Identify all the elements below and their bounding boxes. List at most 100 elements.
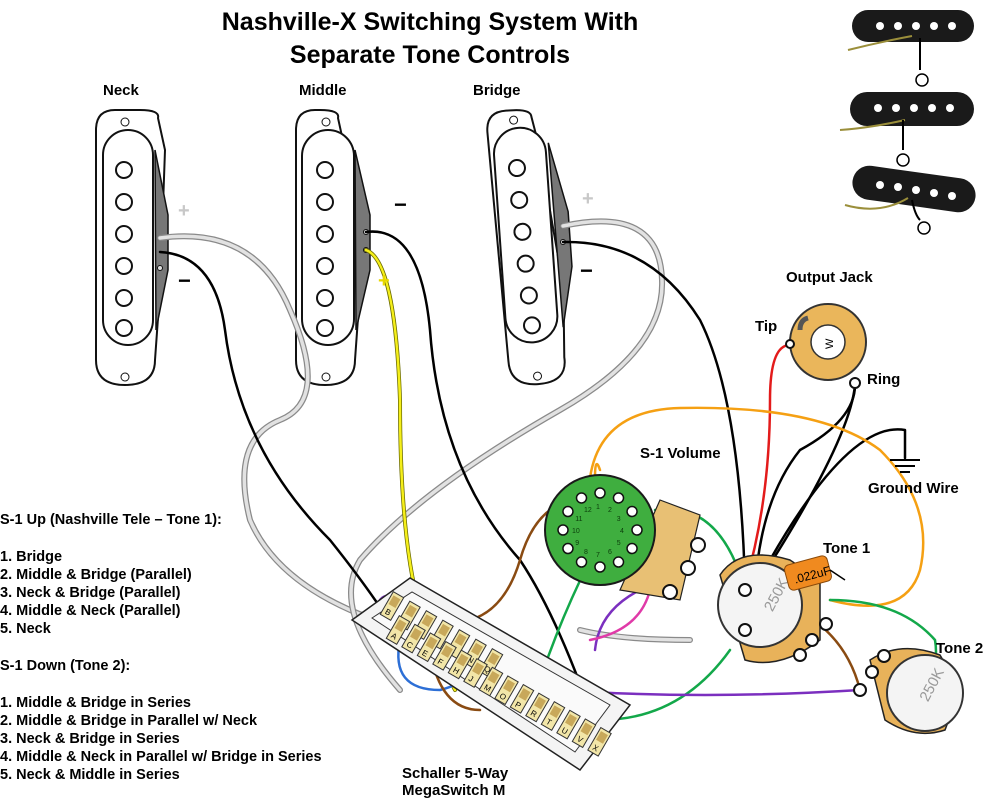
tone1-pot: 250K [717, 554, 833, 664]
volume-lug-number: 9 [575, 540, 579, 547]
inset-pickup-3 [844, 165, 976, 235]
legend-up-item: 3. Neck & Bridge (Parallel) [0, 585, 181, 601]
title-line-1: Nashville-X Switching System With [221, 8, 639, 36]
legend-down-item: 5. Neck & Middle in Series [0, 767, 180, 783]
output-jack-label: Output Jack [786, 269, 873, 286]
switch-lug-bottom: V [571, 718, 597, 749]
neck-minus: − [178, 268, 191, 293]
volume-lug [626, 505, 638, 518]
capacitor: .022uF [784, 555, 846, 591]
tone2-pot: 250K [853, 647, 964, 735]
switch-lug-bottom: T [540, 701, 566, 731]
volume-lug-number: 11 [575, 516, 582, 523]
tip-label: Tip [755, 318, 778, 335]
switch-lug-bottom: R [525, 692, 550, 723]
output-jack: W [785, 303, 867, 389]
legend-up-item: 4. Middle & Neck (Parallel) [0, 603, 181, 619]
neck-pickup [95, 109, 169, 387]
switch-label-line-2: MegaSwitch M [402, 782, 506, 799]
volume-lug-number: 10 [572, 528, 580, 535]
volume-lug-number: 7 [596, 552, 600, 559]
switch-lug-bottom: M [478, 666, 504, 697]
switch-lug-bottom: U [556, 709, 581, 740]
tone1-label: Tone 1 [823, 540, 871, 557]
volume-lug [612, 492, 625, 504]
ring-label: Ring [867, 371, 901, 388]
switch-lug-bottom: C [401, 623, 426, 654]
volume-lug [562, 542, 574, 555]
volume-lug [631, 524, 643, 536]
jack-mark-text: W [824, 338, 836, 349]
volume-lug-number: 5 [617, 540, 621, 547]
page-title: Nashville-X Switching System With Separa… [200, 6, 660, 72]
volume-lug [594, 561, 606, 573]
volume-lug [594, 487, 606, 499]
volume-lug-number: 4 [620, 528, 624, 535]
volume-lug [575, 492, 588, 504]
switch-lug-bottom-letter: V [575, 734, 585, 745]
switch-lug-bottom-letter: C [405, 640, 415, 651]
volume-lug-number: 3 [617, 516, 621, 523]
volume-lug [575, 556, 588, 568]
switch-lug-bottom-letter: R [529, 708, 539, 719]
bridge-plus: + [582, 188, 594, 210]
inset-pickup-2 [839, 92, 974, 167]
legend-up-item: 2. Middle & Bridge (Parallel) [0, 567, 192, 583]
bridge-label: Bridge [473, 82, 521, 99]
ground-symbol [890, 459, 920, 473]
volume-lug [562, 505, 574, 518]
volume-lug-number: 12 [584, 507, 592, 514]
legend-up-item: 1. Bridge [0, 549, 63, 565]
switch-lug-top: B [379, 591, 405, 621]
volume-lug-number: 2 [608, 507, 612, 514]
switch-lug-bottom-letter: U [560, 726, 570, 737]
legend-up-heading: S-1 Up (Nashville Tele – Tone 1): [0, 512, 222, 528]
neck-plus: + [178, 200, 190, 222]
volume-lug-number: 6 [608, 549, 612, 556]
title-line-2: Separate Tone Controls [289, 41, 571, 69]
legend-down-heading: S-1 Down (Tone 2): [0, 658, 131, 674]
switch-lug-bottom-letter: M [482, 683, 493, 694]
volume-lug [557, 524, 569, 536]
switch-lug-bottom-letter: O [498, 691, 508, 702]
megaswitch: BSIKLNQACEFHJMOPRTUVX [350, 577, 632, 772]
switch-lug-bottom-letter: F [436, 657, 445, 667]
switch-lug-bottom: E [416, 632, 442, 663]
legend-down-item: 4. Middle & Neck in Parallel w/ Bridge i… [0, 749, 322, 765]
legend-up-item: 5. Neck [0, 621, 51, 637]
switch-lug-bottom-letter: X [591, 743, 601, 754]
ground-wire-label: Ground Wire [868, 480, 959, 497]
switch-lug-bottom: H [447, 649, 473, 680]
switch-lug-top: Q [478, 648, 504, 678]
legend-down-item: 2. Middle & Bridge in Parallel w/ Neck [0, 713, 258, 729]
switch-lug-bottom: X [587, 726, 612, 757]
switch-lug-group: BSIKLNQACEFHJMOPRTUVX [379, 591, 612, 757]
legend-down-item: 1. Middle & Bridge in Series [0, 695, 191, 711]
middle-label: Middle [299, 82, 347, 99]
switch-lug-bottom-letter: H [451, 665, 461, 676]
switch-lug-top-letter: N [466, 655, 476, 666]
switch-lug-bottom-letter: E [420, 648, 429, 658]
switch-lug-bottom: P [509, 683, 535, 714]
middle-plus: + [378, 270, 390, 292]
switch-lug-bottom-letter: A [389, 631, 399, 642]
bridge-minus: − [580, 258, 593, 283]
switch-lug-bottom-letter: T [544, 717, 553, 727]
switch-lug-bottom: A [385, 615, 411, 645]
switch-lug-top-letter: B [383, 607, 392, 617]
switch-lug-bottom: F [432, 640, 457, 671]
volume-lug [612, 556, 625, 568]
switch-lug-bottom: O [494, 675, 519, 706]
legend-down-item: 3. Neck & Bridge in Series [0, 731, 180, 747]
tone2-label: Tone 2 [936, 640, 984, 657]
inset-pickup-1 [847, 10, 974, 87]
middle-pickup [295, 109, 371, 387]
switch-lug-top-letter: Q [482, 664, 492, 675]
middle-minus: − [394, 192, 407, 217]
pickup-inset [839, 10, 976, 235]
switch-lug-bottom: J [463, 658, 488, 688]
switch-lug-bottom-letter: P [513, 700, 522, 710]
